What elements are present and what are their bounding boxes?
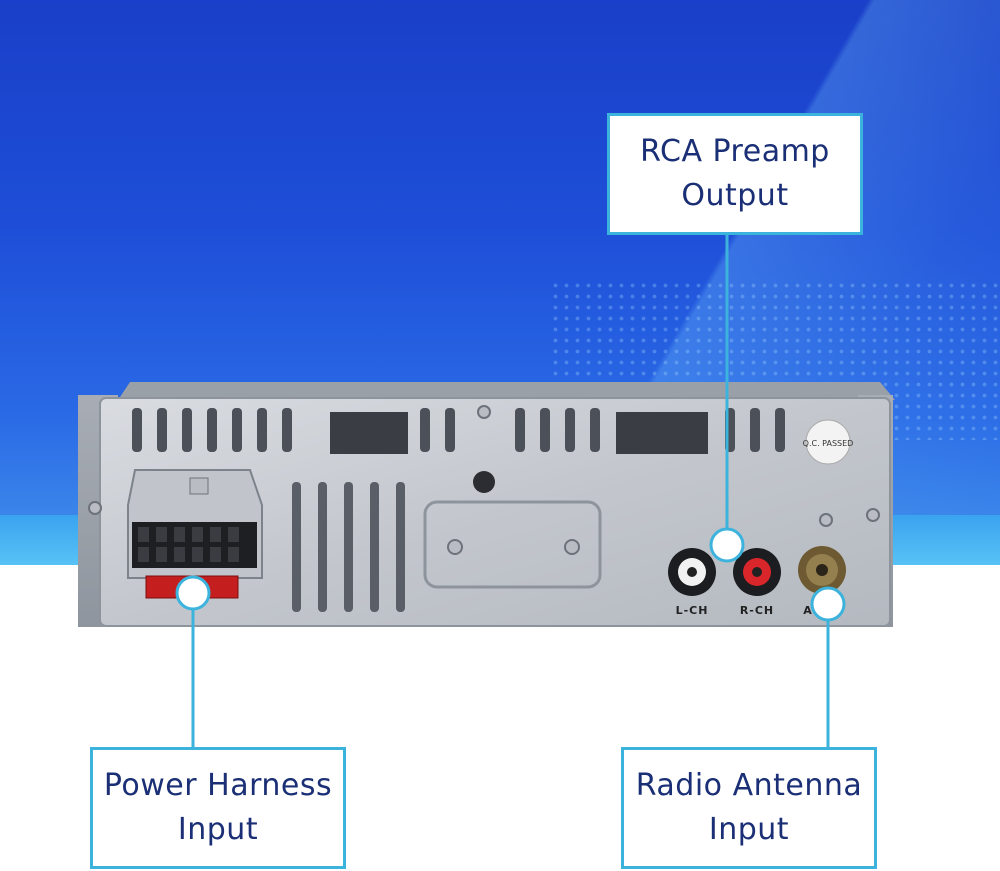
screws	[88, 405, 880, 555]
jack-label-rch: R-CH	[740, 604, 774, 617]
jack-label-antenna: A	[803, 604, 813, 617]
callout-radio-antenna-label: Radio Antenna Input	[635, 768, 863, 847]
recess-opening-right	[616, 412, 708, 454]
callout-power-harness-label: Power Harness Input	[103, 768, 333, 847]
vent-slots-lower	[292, 482, 405, 612]
chassis-top-edge	[118, 382, 895, 400]
recess-opening-left	[330, 412, 408, 454]
rca-jack-right	[733, 548, 781, 596]
rca-jack-left	[668, 548, 716, 596]
pointer-circle-icon	[810, 586, 846, 622]
mounting-hole	[473, 471, 495, 493]
callout-rca-preamp-label: RCA Preamp Output	[640, 134, 830, 213]
callout-connectors	[191, 235, 830, 747]
embossed-plate	[423, 500, 602, 589]
antenna-jack	[798, 546, 846, 594]
callout-rca-preamp-output: RCA Preamp Output	[607, 113, 863, 235]
callout-power-harness-input: Power Harness Input	[90, 747, 346, 869]
pointer-circle-icon	[175, 575, 211, 611]
pointer-circle-icon	[709, 527, 745, 563]
qc-sticker-text: Q.C. PASSED	[803, 439, 854, 448]
jack-label-lch: L-CH	[676, 604, 709, 617]
qc-passed-sticker: Q.C. PASSED	[803, 419, 854, 465]
callout-radio-antenna-input: Radio Antenna Input	[621, 747, 877, 869]
